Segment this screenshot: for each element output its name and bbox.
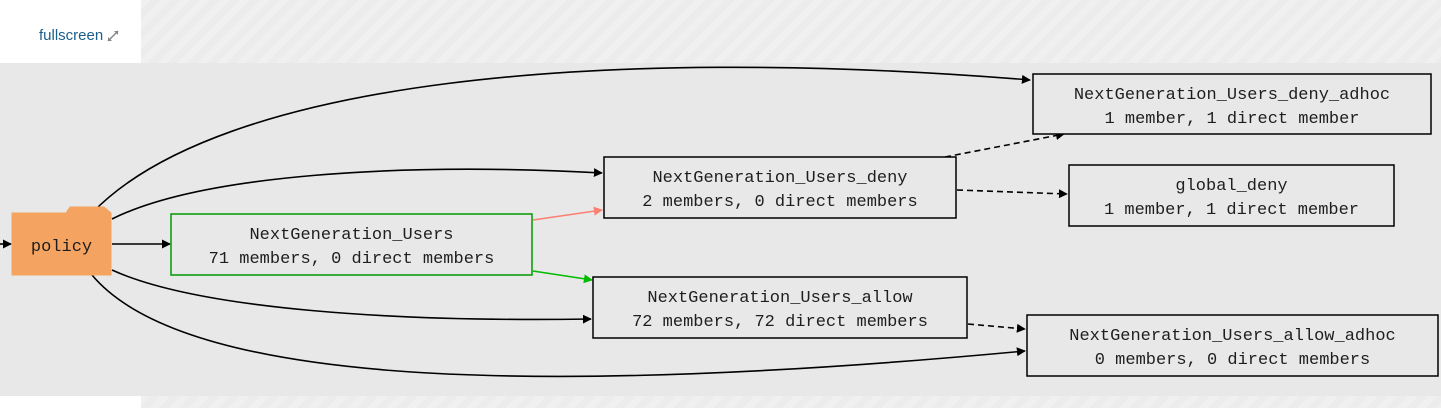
- edge-ng-users-ng-allow: [532, 270, 593, 284]
- edge-ng-deny-ng-deny-adhoc: [944, 131, 1065, 158]
- node-name: NextGeneration_Users_allow_adhoc: [1069, 327, 1395, 346]
- node-summary: 0 members, 0 direct members: [1095, 351, 1370, 370]
- node-ng-deny-adhoc[interactable]: NextGeneration_Users_deny_adhoc 1 member…: [1032, 73, 1432, 135]
- edge-policy-ng-deny-adhoc: [91, 66, 1031, 214]
- fullscreen-link[interactable]: fullscreen: [39, 27, 120, 44]
- policy-label: policy: [31, 238, 92, 257]
- node-global-deny[interactable]: global_deny 1 member, 1 direct member: [1068, 164, 1395, 227]
- node-ng-users[interactable]: NextGeneration_Users 71 members, 0 direc…: [170, 213, 533, 276]
- node-ng-allow-adhoc[interactable]: NextGeneration_Users_allow_adhoc 0 membe…: [1026, 314, 1439, 377]
- node-summary: 71 members, 0 direct members: [209, 250, 495, 269]
- node-summary: 1 member, 1 direct member: [1104, 201, 1359, 220]
- edge-ng-deny-global-deny: [956, 189, 1068, 199]
- node-name: NextGeneration_Users: [249, 226, 453, 245]
- toolbar: fullscreen: [0, 0, 141, 63]
- edge-policy-ng-allow-adhoc: [91, 274, 1026, 378]
- edge-policy-ng-allow: [111, 269, 592, 324]
- edge-ng-allow-ng-allow-adhoc: [967, 323, 1026, 333]
- edge-ng-users-ng-deny: [532, 206, 603, 221]
- node-ng-deny[interactable]: NextGeneration_Users_deny 2 members, 0 d…: [603, 156, 957, 219]
- policy-folder-shape: [11, 206, 112, 276]
- node-policy[interactable]: policy: [11, 206, 112, 276]
- edge-policy-ng-deny: [111, 168, 603, 220]
- node-summary: 72 members, 72 direct members: [632, 313, 928, 332]
- fullscreen-label: fullscreen: [39, 27, 104, 44]
- node-summary: 1 member, 1 direct member: [1104, 110, 1359, 129]
- expand-arrows-icon: [107, 29, 119, 42]
- node-name: NextGeneration_Users_deny: [652, 169, 907, 188]
- node-name: NextGeneration_Users_deny_adhoc: [1074, 86, 1390, 105]
- node-summary: 2 members, 0 direct members: [642, 193, 917, 212]
- node-ng-allow[interactable]: NextGeneration_Users_allow 72 members, 7…: [592, 276, 968, 339]
- node-name: global_deny: [1175, 177, 1287, 196]
- node-name: NextGeneration_Users_allow: [647, 289, 913, 308]
